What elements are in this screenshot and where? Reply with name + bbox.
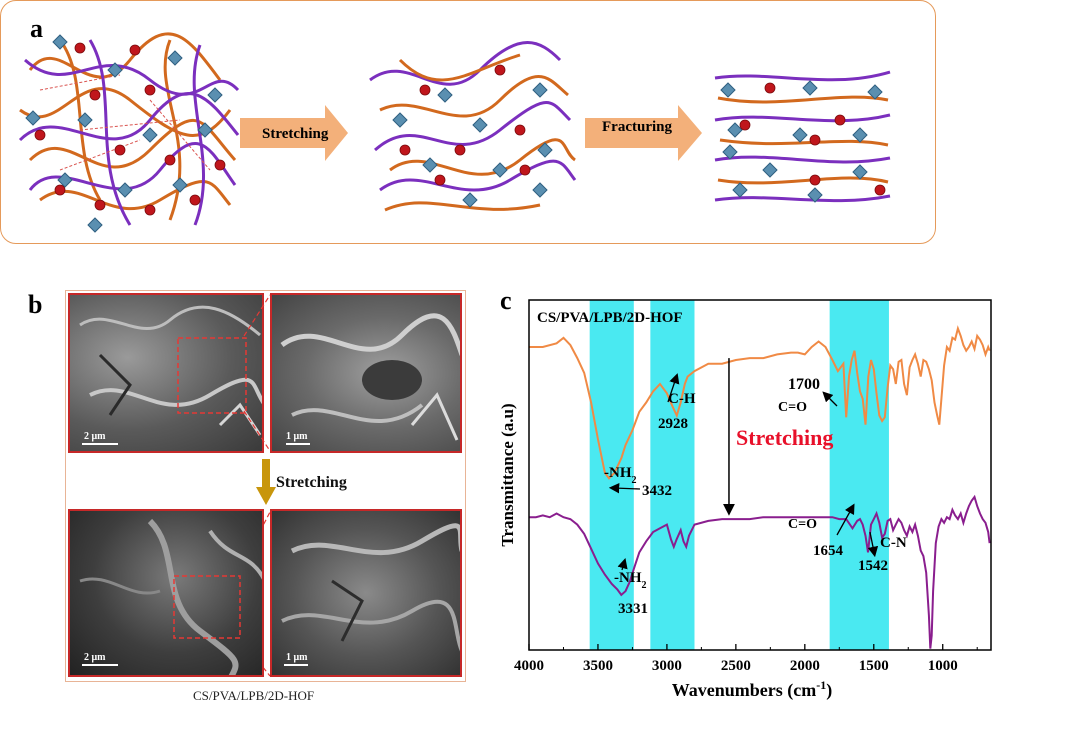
x-tick-label: 4000 — [514, 658, 544, 674]
highlight-band — [829, 300, 889, 650]
schematic-panel-a: Stretching Fracturing — [0, 0, 936, 244]
chart-title: CS/PVA/LPB/2D-HOF — [537, 310, 683, 326]
annotation-label: -NH2 — [614, 570, 647, 591]
scale-label: 2 μm — [84, 431, 106, 442]
fracturing-arrow — [585, 105, 702, 161]
x-tick-label: 1000 — [928, 658, 958, 674]
ftir-chart: 4000 3500 3000 2500 2000 1500 1000Wavenumbers … — [498, 299, 992, 701]
x-tick-label: 1500 — [859, 658, 889, 674]
annotation-arrow — [608, 483, 641, 494]
panel-label-b: b — [28, 290, 43, 319]
stretching-label: Stretching — [262, 126, 329, 142]
annotation-label: -NH2 — [604, 465, 637, 486]
sem-texture — [79, 518, 262, 675]
x-tick-label: 3000 — [652, 658, 682, 674]
panel-label-a: a — [30, 14, 43, 43]
x-tick-label: 3500 — [583, 658, 613, 674]
sem-texture — [79, 305, 262, 436]
scale-bar — [82, 664, 118, 666]
annotation-value: 1542 — [858, 558, 888, 574]
plot-frame — [528, 299, 992, 651]
annotation-value: 3331 — [618, 601, 648, 617]
annotation-label: C=O — [788, 517, 817, 532]
sem-image-after-high-mag: 1 μm — [270, 509, 462, 677]
stretched-network — [369, 41, 577, 212]
annotation-label: C=O — [778, 400, 807, 415]
sem-image-before-high-mag: 1 μm — [270, 293, 462, 453]
panel-b-caption: CS/PVA/LPB/2D-HOF — [193, 688, 315, 703]
ftir-series-line — [529, 494, 991, 649]
annotation-arrow — [867, 531, 879, 558]
stretching-arrow — [240, 105, 348, 161]
annotation-arrow — [667, 373, 680, 403]
y-axis-label: Transmittance (a.u) — [498, 403, 517, 546]
scale-label: 1 μm — [286, 431, 308, 442]
unstretched-network — [18, 32, 240, 233]
fractured-network — [714, 70, 891, 203]
sem-image-after-low-mag: 2 μm — [68, 509, 264, 677]
x-axis-label: Wavenumbers (cm-1) — [672, 678, 832, 701]
annotation-arrow — [617, 558, 628, 571]
annotation-arrow — [836, 503, 855, 536]
annotation-label: C-H — [668, 391, 696, 407]
annotation-value: 1654 — [813, 543, 844, 559]
highlight-band — [650, 300, 695, 650]
scale-bar — [286, 443, 310, 445]
scale-label: 1 μm — [286, 652, 308, 663]
stretching-label: Stretching — [736, 425, 833, 450]
panel-label-c: c — [500, 286, 512, 315]
x-tick-label: 2000 — [790, 658, 820, 674]
stretching-down-arrow — [256, 459, 276, 505]
sem-texture — [280, 313, 460, 441]
scale-label: 2 μm — [84, 652, 106, 663]
scale-bar — [82, 443, 118, 445]
schematic-illustration — [18, 32, 891, 233]
sem-image-before-low-mag: 2 μm — [68, 293, 264, 453]
x-tick-label: 2500 — [721, 658, 751, 674]
fracturing-label: Fracturing — [602, 119, 672, 135]
scale-bar — [284, 664, 308, 666]
ftir-series-line — [529, 325, 991, 480]
sem-frame — [65, 290, 466, 682]
annotation-value: 3432 — [642, 483, 672, 499]
annotation-value: 2928 — [658, 416, 688, 432]
sem-texture — [281, 523, 460, 652]
annotation-label: C-N — [880, 535, 907, 551]
stretching-label-b: Stretching — [276, 474, 347, 491]
annotation-value: 1700 — [788, 376, 820, 393]
annotation-arrow — [822, 391, 838, 407]
